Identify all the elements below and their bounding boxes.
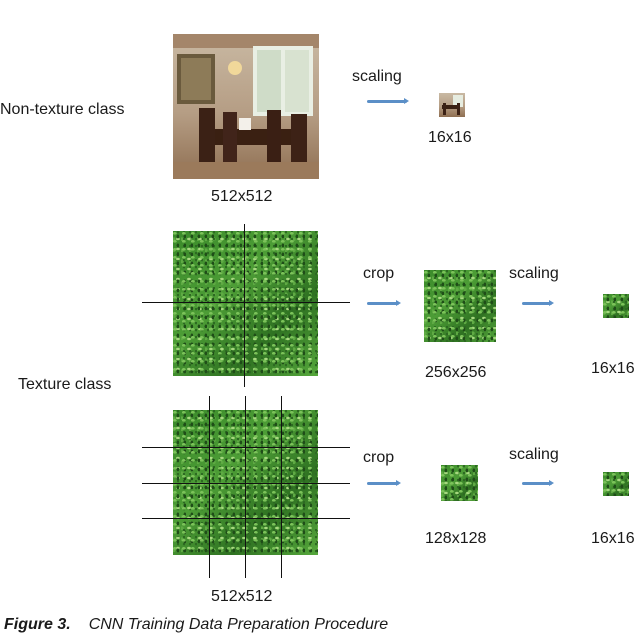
texture-class-label: Texture class <box>18 376 112 393</box>
figure-caption-text: CNN Training Data Preparation Procedure <box>88 616 389 633</box>
crop-grid-horizontal-line <box>142 483 350 484</box>
source-size-label-3: 512x512 <box>211 588 273 605</box>
crop-arrow-1 <box>367 300 401 306</box>
texture-image-2x2 <box>173 231 318 376</box>
scaling-arrow-2 <box>522 300 554 306</box>
scaling-label-2: scaling <box>509 265 559 282</box>
scaling-arrow-1 <box>367 98 409 104</box>
crop-size-label-1: 256x256 <box>425 364 487 381</box>
scaling-arrow-3 <box>522 480 554 486</box>
crop-grid-vertical-line <box>244 224 245 387</box>
output-size-label-1: 16x16 <box>428 129 472 146</box>
figure-number: Figure 3. <box>4 616 71 633</box>
output-size-label-2: 16x16 <box>591 360 635 377</box>
dining-room-image <box>173 34 319 179</box>
scaling-label-1: scaling <box>352 68 402 85</box>
source-size-label-1: 512x512 <box>211 188 273 205</box>
non-texture-class-label: Non-texture class <box>0 101 125 118</box>
crop-label-1: crop <box>363 265 395 282</box>
crop-grid-vertical-line <box>209 396 210 578</box>
crop-label-2: crop <box>363 449 395 466</box>
scaled-texture-thumbnail-2 <box>603 472 629 496</box>
cropped-texture-128 <box>441 465 478 501</box>
scaling-label-3: scaling <box>509 446 559 463</box>
output-size-label-3: 16x16 <box>591 530 635 547</box>
crop-grid-vertical-line <box>245 396 246 578</box>
cropped-texture-256 <box>424 270 496 342</box>
crop-grid-horizontal-line <box>142 302 350 303</box>
crop-grid-vertical-line <box>281 396 282 578</box>
crop-grid-horizontal-line <box>142 447 350 448</box>
crop-size-label-2: 128x128 <box>425 530 487 547</box>
crop-arrow-2 <box>367 480 401 486</box>
scaled-room-thumbnail <box>439 93 465 117</box>
figure-caption: Figure 3. CNN Training Data Preparation P… <box>4 616 388 634</box>
scaled-texture-thumbnail-1 <box>603 294 629 318</box>
crop-grid-horizontal-line <box>142 518 350 519</box>
